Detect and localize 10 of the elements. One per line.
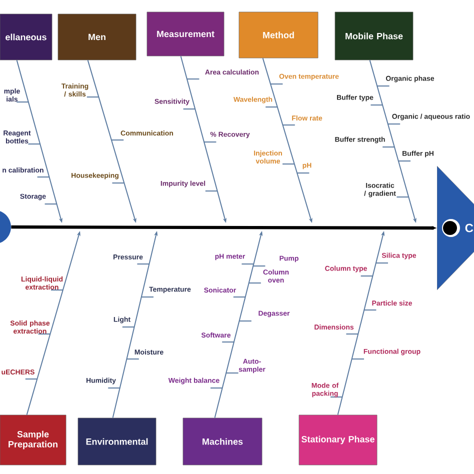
category-box: Mobile Phase [334,12,414,60]
category-box: Environmental [78,418,156,466]
category-box: ellaneous [0,14,52,60]
category-box: Machines [182,418,262,466]
head-triangle: C [437,166,474,290]
category-box: Measurement [146,12,224,56]
category-box: Men [58,14,136,60]
category-box: Sample Preparation [0,414,66,466]
category-box: Stationary Phase [298,414,378,466]
category-box: Method [238,12,318,58]
